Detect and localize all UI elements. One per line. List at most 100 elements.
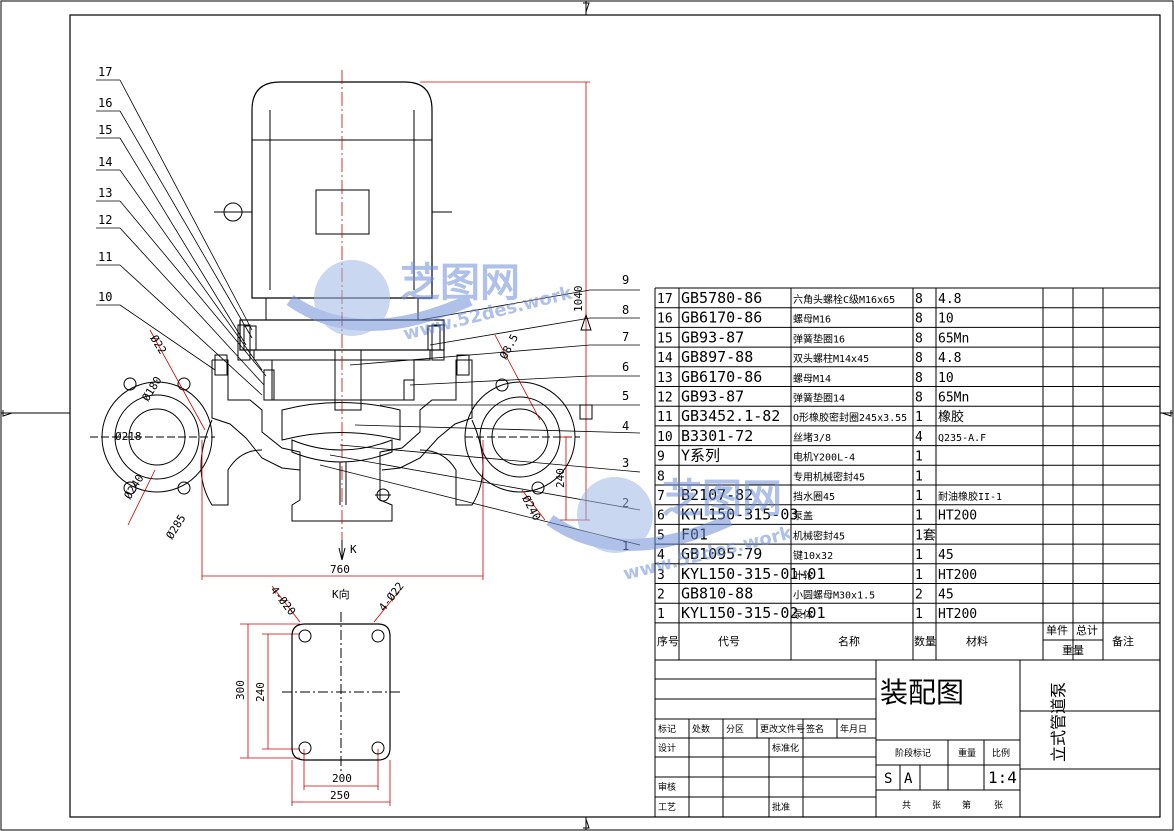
wm-brand-2: 芝图网: [662, 476, 782, 522]
hdr-qty: 数量: [914, 635, 936, 648]
leader-8: 8: [622, 303, 629, 317]
bom-cell-name: 六角头螺栓C级M16x65: [793, 293, 895, 306]
bom-cell-code: GB6170-86: [681, 368, 762, 386]
bom-cell-mat: 4.8: [938, 292, 961, 307]
tb-weight: 重量: [958, 747, 976, 759]
bom-cell-name: 双头螺柱M14x45: [793, 352, 869, 365]
leader-7: 7: [622, 330, 629, 344]
dim-base-h1: 300: [234, 680, 247, 700]
tb-count: 处数: [692, 723, 710, 735]
bom-cell-mat: 10: [938, 312, 954, 327]
bom-cell-no: 17: [657, 292, 673, 307]
bom-cell-code: GB6170-86: [681, 309, 762, 327]
product-name: 立式管道泵: [1049, 682, 1068, 762]
hdr-name: 名称: [838, 634, 860, 648]
hdr-weight: 重量: [1062, 643, 1084, 657]
leader-4: 4: [622, 419, 629, 433]
bom-cell-mat: 65Mn: [938, 391, 969, 406]
hdr-code: 代号: [718, 635, 740, 648]
dim-base-w1: 200: [332, 772, 352, 785]
leader-12: 12: [98, 213, 112, 227]
k-arrow-label: K: [350, 543, 357, 556]
tb-scale-label: 比例: [992, 747, 1010, 759]
bom-cell-mat: 45: [938, 588, 954, 603]
k-view-label: K向: [332, 587, 350, 601]
bom-cell-code: GB5780-86: [681, 289, 762, 307]
bom-cell-code: KYL150-315-02-01: [681, 604, 826, 622]
bom-cell-no: 8: [657, 469, 665, 484]
k-view-base: [282, 540, 400, 772]
leader-15: 15: [98, 123, 112, 137]
dim-flange-d2: Ø218: [115, 430, 142, 443]
wm-brand-1: 芝图网: [400, 260, 520, 306]
tb-process: 工艺: [658, 802, 676, 813]
bom-cell-mat: 65Mn: [938, 331, 969, 346]
left-flange: [90, 377, 215, 495]
bom-cell-name: 电机Y200L-4: [793, 451, 855, 464]
bom-cell-code: GB897-88: [681, 348, 753, 366]
bom-cell-no: 4: [657, 548, 665, 563]
dim-right-d1: Ø8.5: [497, 332, 521, 362]
bom-cell-code: B3301-72: [681, 427, 753, 445]
bom-cell-qty: 4: [915, 430, 923, 445]
bom-cell-qty: 8: [915, 391, 923, 406]
bom-cell-mat: HT200: [938, 509, 977, 524]
tb-sheet-no-2: 张: [994, 800, 1003, 811]
leader-10: 10: [98, 290, 112, 304]
dim-base-h2: 240: [254, 682, 267, 702]
bom-cell-no: 7: [657, 489, 665, 504]
bom-cell-qty: 2: [915, 588, 923, 603]
bom-cell-name: 叶轮: [793, 569, 813, 582]
bom-cell-no: 16: [657, 312, 673, 327]
bom-cell-code: GB1095-79: [681, 545, 762, 563]
hdr-total: 总计: [1076, 623, 1098, 637]
leader-16: 16: [98, 96, 112, 110]
bom-header: 序号 代号 名称 数量 材料 单件 总计 重量 备注: [657, 623, 1134, 657]
bom-cell-qty: 8: [915, 371, 923, 386]
bom-cell-qty: 8: [915, 331, 923, 346]
bom-cell-mat: 耐油橡胶II-1: [938, 490, 1002, 503]
left-leader-labels: 17 16 15 14 13 12 11 10: [98, 65, 112, 304]
tb-review: 审核: [658, 781, 676, 793]
bom-cell-mat: 橡胶: [938, 409, 964, 425]
bom-cell-qty: 1: [915, 410, 923, 425]
tb-sign: 签名: [806, 723, 824, 735]
dim-width-main: 760: [330, 563, 350, 576]
leader-3: 3: [622, 456, 629, 470]
bom-cell-no: 14: [657, 351, 673, 366]
tb-mark: 标记: [658, 723, 676, 735]
title-block: [654, 659, 1161, 818]
bom-cell-code: GB93-87: [681, 328, 744, 346]
bom-cell-mat: 45: [938, 548, 954, 563]
bom-cell-qty: 1: [915, 450, 923, 465]
tb-a: A: [904, 771, 913, 787]
dim-flange-d4: Ø285: [164, 512, 189, 541]
bom-cell-qty: 1: [915, 489, 923, 504]
bom-cell-qty: 1: [915, 469, 923, 484]
bom-cell-no: 5: [657, 528, 665, 543]
bom-cell-no: 6: [657, 509, 665, 524]
leader-13: 13: [98, 186, 112, 200]
dim-right-h: 240: [554, 468, 567, 488]
dim-base-w2: 250: [330, 789, 350, 802]
bom-cell-name: 泵体: [793, 609, 813, 621]
hdr-note: 备注: [1112, 634, 1134, 648]
bom-cell-no: 2: [657, 588, 665, 603]
bom-cell-mat: Q235-A.F: [938, 433, 986, 444]
bom-cell-code: GB810-88: [681, 585, 753, 603]
bom-cell-code: GB3452.1-82: [681, 407, 780, 425]
tb-stage: 阶段标记: [895, 747, 931, 759]
tb-standard: 标准化: [772, 742, 799, 754]
bom-cell-no: 12: [657, 391, 673, 406]
bom-cell-code: B2107-82: [681, 486, 753, 504]
bom-cell-qty: 8: [915, 292, 923, 307]
drawing-title: 装配图: [880, 676, 964, 709]
tb-scale: 1:4: [988, 768, 1017, 787]
leader-11: 11: [98, 250, 112, 264]
tb-of: 第: [962, 799, 971, 811]
tb-sheets: 共: [902, 800, 911, 811]
bom-cell-code: GB93-87: [681, 388, 744, 406]
bom-cell-name: 弹簧垫圈14: [793, 392, 845, 405]
